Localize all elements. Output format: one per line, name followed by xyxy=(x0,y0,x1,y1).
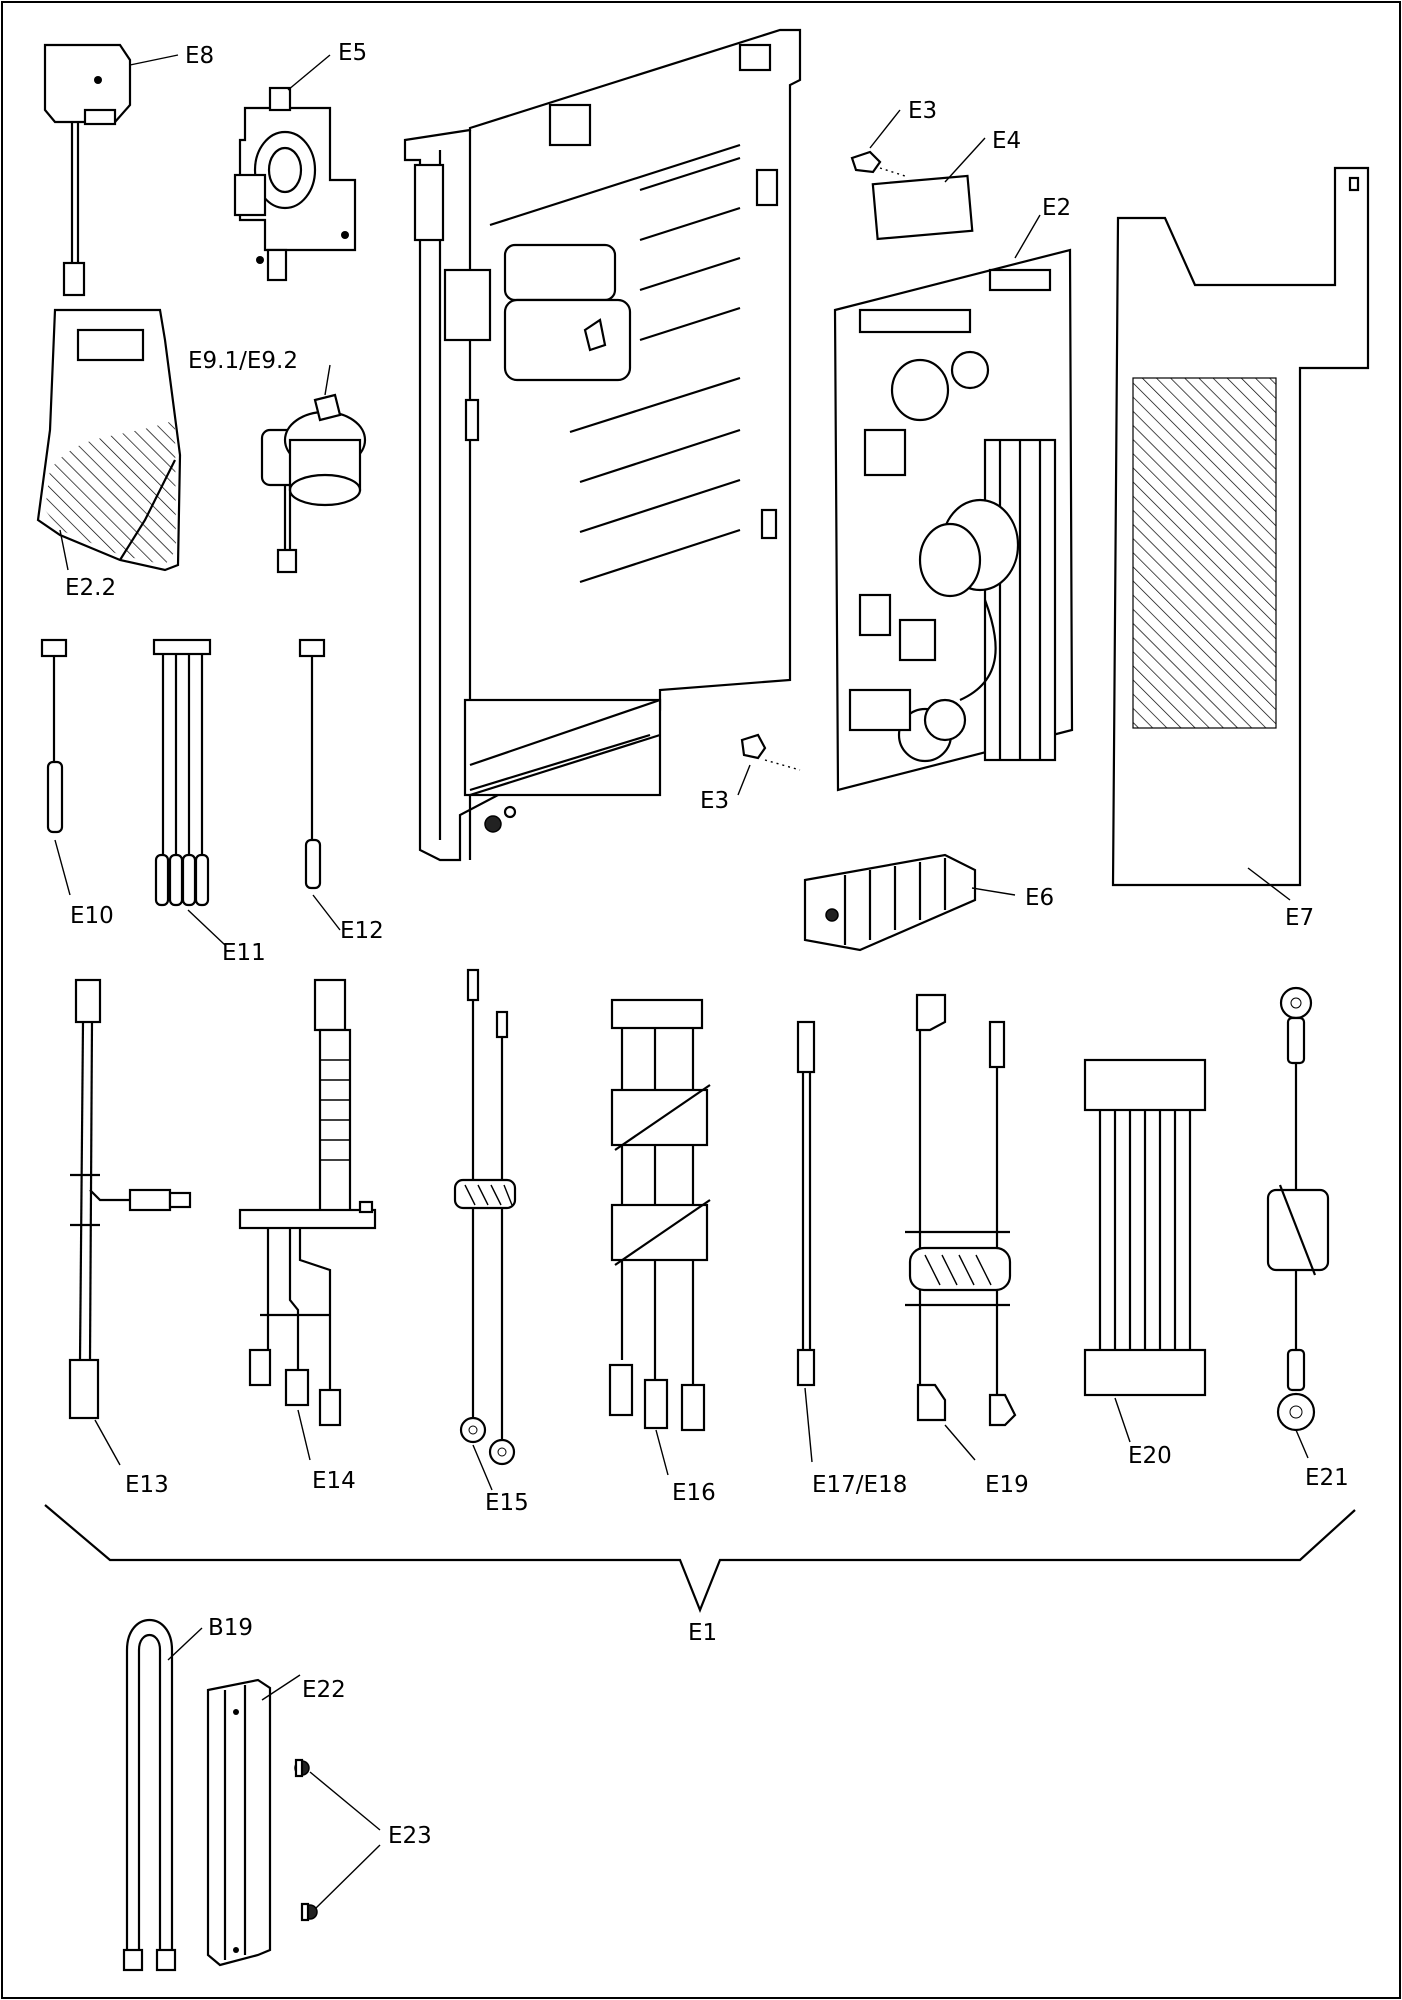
part-e5-transformer xyxy=(233,86,357,282)
part-e20-ribbon xyxy=(1083,1058,1207,1397)
part-e7-sheet xyxy=(1111,166,1370,887)
leader-e21 xyxy=(1295,1429,1309,1459)
e1-group-bracket xyxy=(44,1504,1356,1613)
leader-e11 xyxy=(187,909,226,946)
part-e2-2-bag xyxy=(36,308,182,572)
leader-e15 xyxy=(472,1444,493,1491)
part-e10-sensor xyxy=(40,638,68,834)
label-e12: E12 xyxy=(340,918,384,944)
part-e23-screws xyxy=(294,1758,318,1922)
part-e15-cable xyxy=(453,968,517,1466)
part-e11-sensor-bundle xyxy=(152,638,212,907)
part-e14-harness xyxy=(238,978,377,1427)
label-e14: E14 xyxy=(312,1468,356,1494)
part-e2-pcb xyxy=(833,248,1074,792)
leader-e17-e18 xyxy=(804,1387,813,1463)
part-e19-cable xyxy=(905,993,1017,1427)
part-e3-clip-bottom xyxy=(740,733,801,771)
leader-e12 xyxy=(312,894,341,931)
label-e2-2: E2.2 xyxy=(65,575,116,601)
part-e22-rail xyxy=(206,1678,272,1967)
leader-e19 xyxy=(944,1424,976,1461)
part-b19-pipe xyxy=(122,1618,177,1972)
label-e5: E5 xyxy=(338,40,367,66)
part-e21-ground-wire xyxy=(1266,986,1330,1432)
label-e13: E13 xyxy=(125,1472,169,1498)
label-e1: E1 xyxy=(688,1620,717,1646)
part-e12-sensor xyxy=(298,638,326,890)
label-e6: E6 xyxy=(1025,885,1054,911)
part-e3-clip-top xyxy=(850,150,906,177)
leader-e23-a xyxy=(309,1771,381,1831)
label-e16: E16 xyxy=(672,1480,716,1506)
leader-e6 xyxy=(971,887,1016,896)
label-e20: E20 xyxy=(1128,1443,1172,1469)
leader-e10 xyxy=(54,839,71,896)
part-e4-board xyxy=(871,174,974,241)
leader-e7 xyxy=(1247,867,1291,901)
part-e16-harness xyxy=(608,998,711,1432)
label-e3-top: E3 xyxy=(908,98,937,124)
leader-e9 xyxy=(324,364,331,396)
leader-e2-2 xyxy=(59,529,69,571)
part-chassis-plate xyxy=(403,28,802,862)
part-e13-harness xyxy=(68,978,192,1420)
label-e9: E9.1/E9.2 xyxy=(188,348,298,374)
leader-e13 xyxy=(94,1419,121,1466)
leader-e4 xyxy=(944,137,986,183)
part-e17-e18-cable xyxy=(796,1020,816,1387)
part-e9-relay xyxy=(260,393,367,574)
label-e19: E19 xyxy=(985,1472,1029,1498)
leader-e16 xyxy=(655,1429,669,1476)
label-b19: B19 xyxy=(208,1615,253,1641)
leader-e23-b xyxy=(315,1844,381,1909)
leader-e20 xyxy=(1114,1397,1131,1443)
leader-e2 xyxy=(1014,214,1041,259)
leader-e5 xyxy=(287,54,331,91)
label-e17-e18: E17/E18 xyxy=(812,1472,907,1498)
label-e4: E4 xyxy=(992,128,1021,154)
leader-e8 xyxy=(129,54,179,66)
label-e8: E8 xyxy=(185,43,214,69)
part-e6-terminal-block xyxy=(803,853,977,952)
label-e21: E21 xyxy=(1305,1465,1349,1491)
label-e22: E22 xyxy=(302,1677,346,1703)
label-e7: E7 xyxy=(1285,905,1314,931)
label-e2: E2 xyxy=(1042,195,1071,221)
label-e11: E11 xyxy=(222,940,266,966)
leader-e3-bottom xyxy=(737,764,751,796)
leader-e3-top xyxy=(869,109,901,149)
leader-e14 xyxy=(297,1409,311,1461)
label-e3-bottom: E3 xyxy=(700,788,729,814)
label-e15: E15 xyxy=(485,1490,529,1516)
leader-b19 xyxy=(167,1627,203,1661)
label-e10: E10 xyxy=(70,903,114,929)
leader-e22 xyxy=(261,1674,301,1701)
part-e8-sensor xyxy=(43,43,132,297)
label-e23: E23 xyxy=(388,1823,432,1849)
